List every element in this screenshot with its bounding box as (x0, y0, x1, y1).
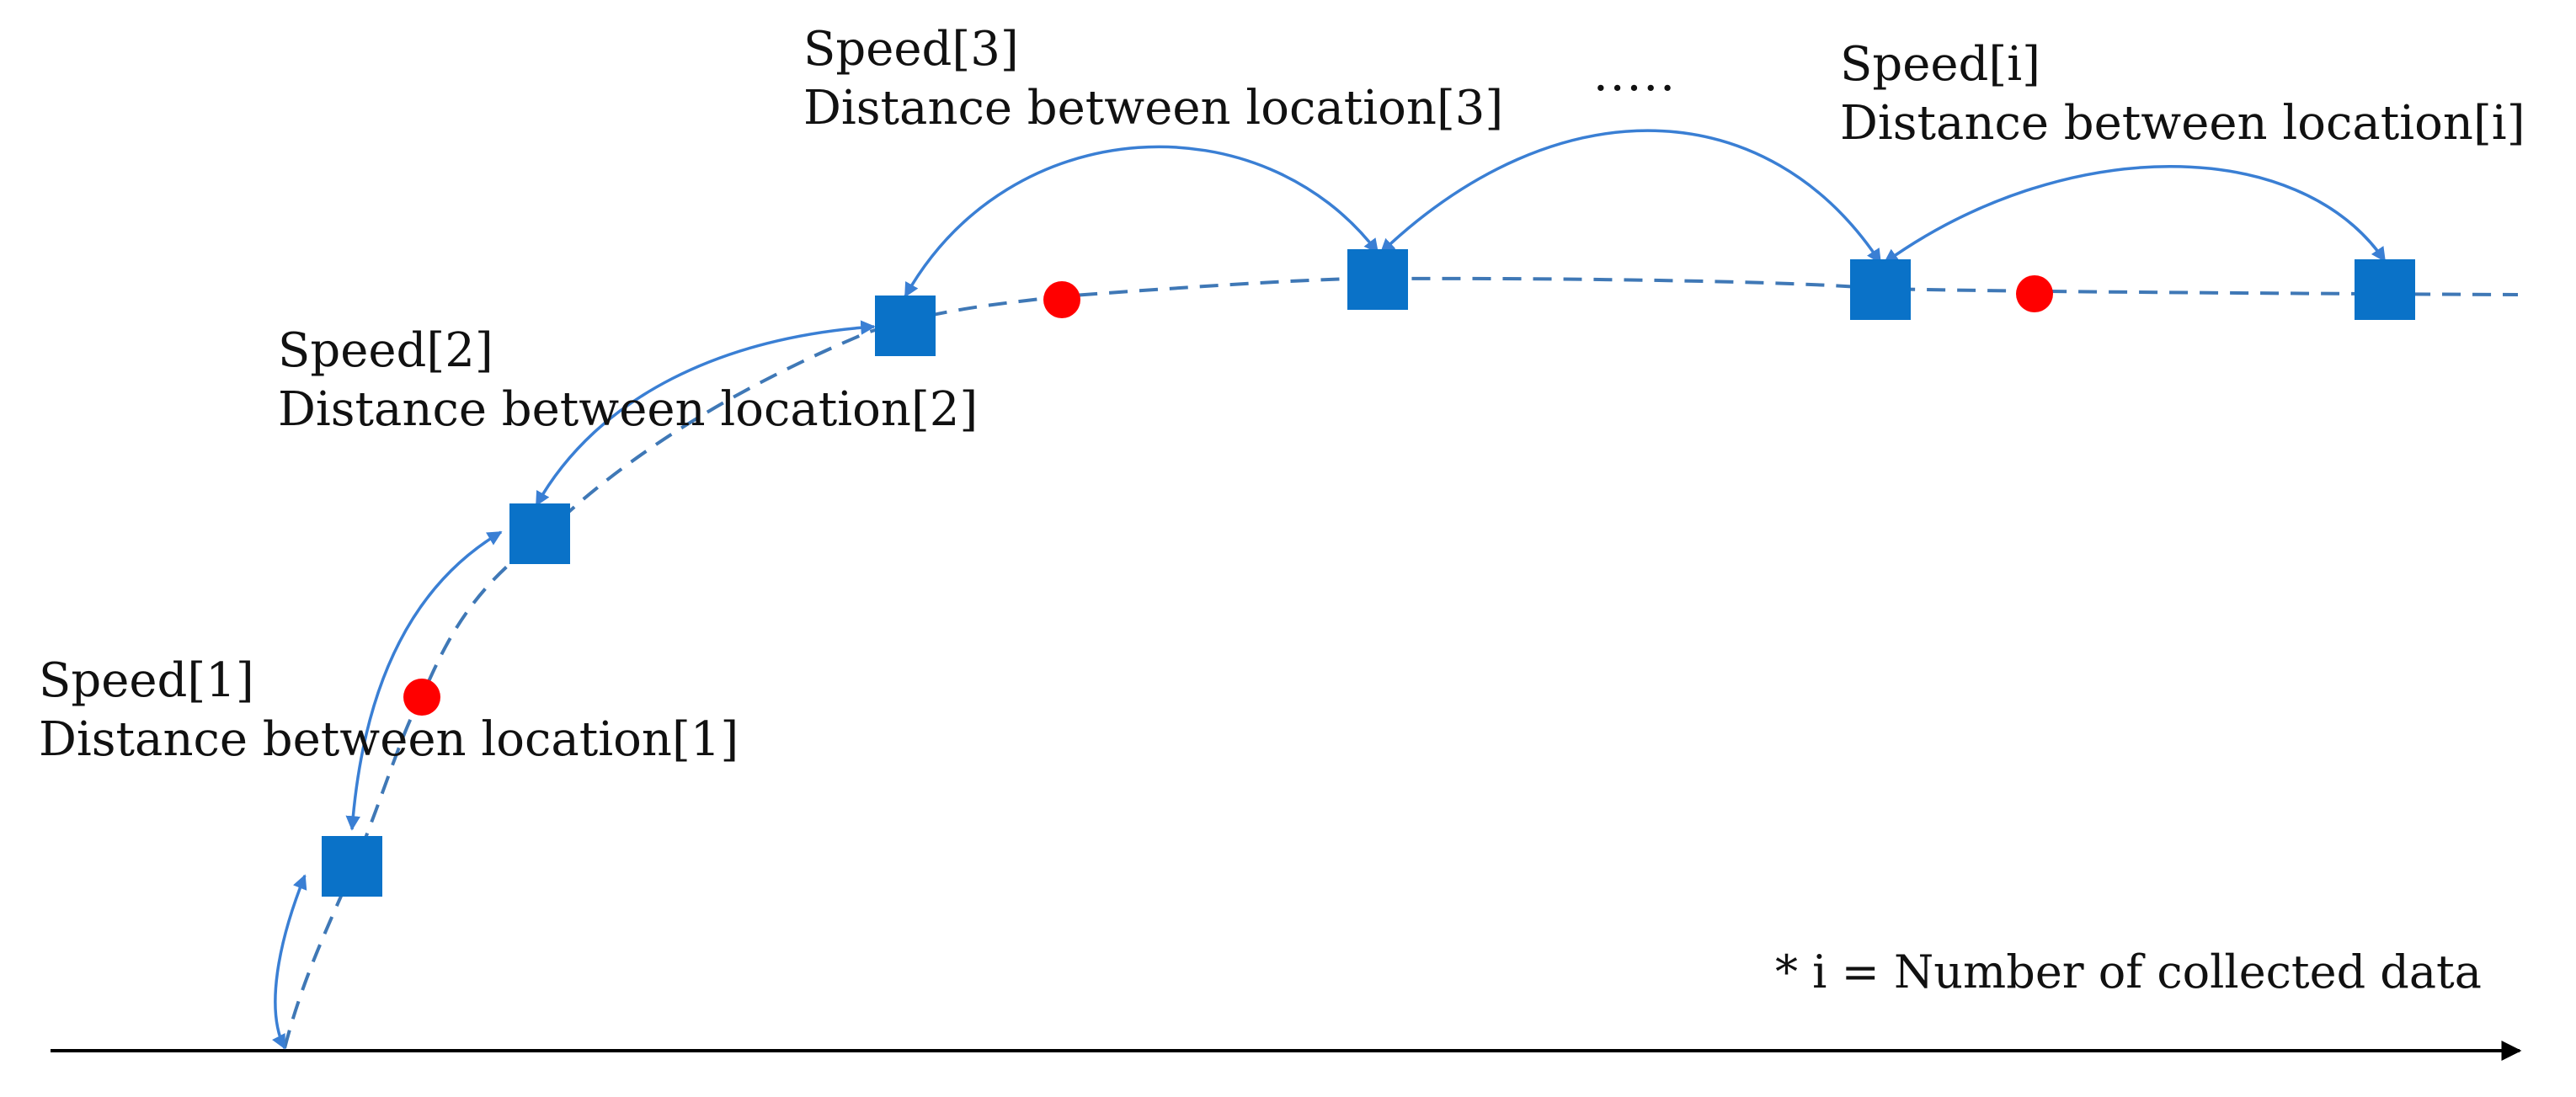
arc-sample-2-to-sample-3 (535, 320, 876, 507)
label-group-i: Speed[i] Distance between location[i] (1840, 35, 2525, 153)
location-sample-4 (1347, 249, 1408, 310)
speed-3-label: Speed[3] (803, 22, 1019, 77)
location-sample-6 (2355, 259, 2415, 320)
red-point-3 (2016, 275, 2053, 312)
label-group-3: Speed[3] Distance between location[3] (803, 20, 1503, 138)
ellipsis-dots: ····· (1593, 61, 1677, 116)
arc-sample-4-to-sample-5 (1379, 129, 1882, 264)
location-sample-2 (509, 503, 570, 564)
label-group-1: Speed[1] Distance between location[1] (39, 652, 739, 769)
speed-2-label: Speed[2] (278, 323, 493, 378)
arc-sample-1-to-sample-2 (345, 530, 503, 831)
footnote: * i = Number of collected data (1775, 945, 2482, 998)
label-group-2: Speed[2] Distance between location[2] (278, 322, 978, 439)
arc-sample-3-to-sample-4 (904, 145, 1379, 298)
location-sample-3 (875, 296, 936, 356)
location-sample-1 (322, 836, 382, 897)
speed-i-label: Speed[i] (1840, 37, 2040, 92)
distance-i-label: Distance between location[i] (1840, 96, 2525, 151)
distance-1-label: Distance between location[1] (39, 712, 739, 767)
red-point-2 (1043, 281, 1080, 318)
distance-3-label: Distance between location[3] (803, 81, 1504, 136)
red-point-1 (403, 679, 440, 716)
speed-1-label: Speed[1] (39, 653, 254, 708)
location-sample-5 (1850, 259, 1911, 320)
distance-2-label: Distance between location[2] (278, 382, 979, 437)
arc-origin-to-sample-1 (272, 874, 307, 1050)
arc-sample-5-to-sample-6 (1883, 165, 2387, 264)
